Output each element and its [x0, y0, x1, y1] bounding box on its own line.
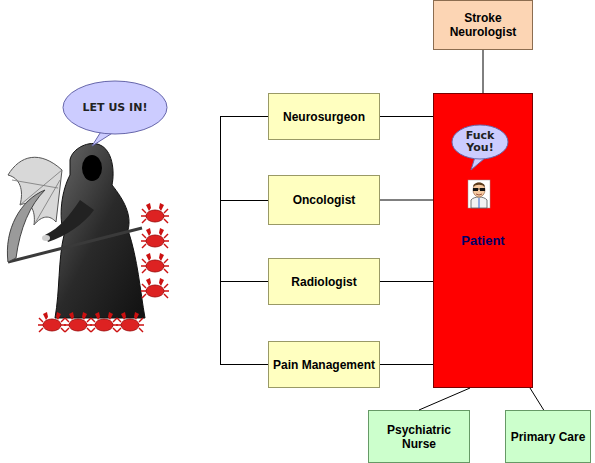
speech-text: Fuck You!: [451, 130, 509, 154]
node-label: Stroke Neurologist: [434, 11, 532, 39]
node-label: Oncologist: [293, 193, 356, 207]
node-label: Neurosurgeon: [283, 110, 365, 124]
connector-line: [380, 200, 433, 201]
node-label: Radiologist: [291, 275, 356, 289]
connector-line: [419, 388, 470, 410]
crab-symbols: [38, 203, 169, 332]
speech-bubble: Fuck You!: [451, 124, 509, 160]
bracket: [220, 116, 268, 365]
specialist-box: Neurosurgeon: [268, 93, 380, 140]
care-box: Primary Care: [505, 410, 591, 463]
care-box: Psychiatric Nurse: [368, 410, 470, 463]
bubble-body: [63, 81, 167, 134]
speech-bubble: LET US IN!: [62, 80, 168, 135]
bubble-body: [452, 125, 508, 159]
specialist-box: Oncologist: [268, 175, 380, 225]
specialist-box: Stroke Neurologist: [433, 0, 533, 50]
grim-reaper: [7, 143, 145, 318]
node-label: Psychiatric Nurse: [369, 423, 469, 451]
node-label: Pain Management: [273, 358, 375, 372]
speech-text: LET US IN!: [83, 102, 148, 114]
node-label: Primary Care: [511, 430, 586, 444]
node-label: Patient: [434, 234, 532, 248]
specialist-box: Radiologist: [268, 258, 380, 305]
connector-line: [380, 364, 433, 365]
connector-line: [483, 50, 484, 93]
patient-icon: [468, 180, 490, 208]
specialist-box: Pain Management: [268, 341, 380, 388]
connector-line: [530, 388, 544, 410]
patient-box: Patient Fuck You!: [433, 93, 533, 388]
connector-line: [380, 281, 433, 282]
connector-line: [380, 116, 433, 117]
